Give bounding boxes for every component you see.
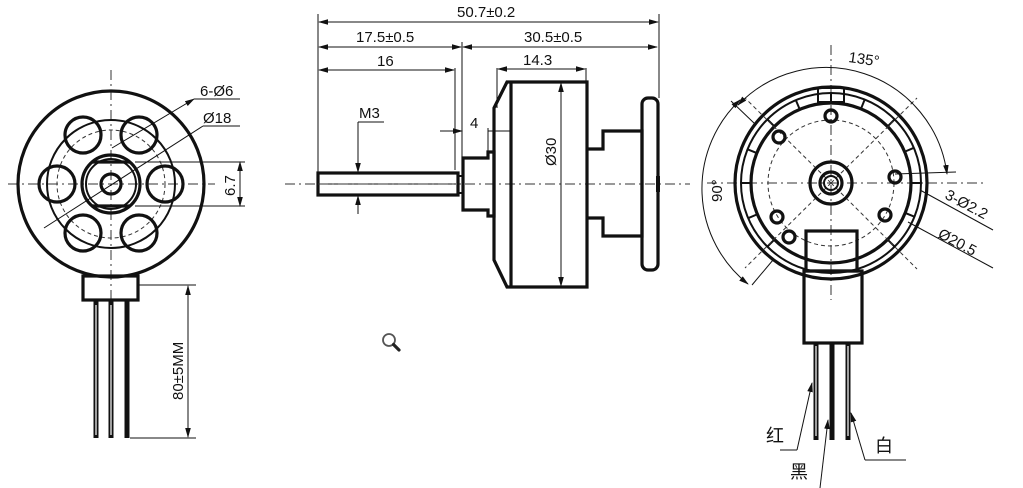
magnifier-icon[interactable]	[381, 332, 403, 354]
label-angle-a: 135°	[847, 49, 880, 70]
label-can-diameter: Ø30	[543, 138, 560, 166]
label-bolt-circle: Ø18	[203, 110, 231, 127]
label-can-length: 14.3	[523, 52, 552, 69]
label-wire-black: 黑	[790, 462, 808, 483]
label-overall-length: 50.7±0.2	[457, 4, 515, 21]
label-lead-length: 80±5MM	[170, 342, 187, 400]
rear-view: 135° 90° 3-Ø2.2 Ø20.5 红 黑 白	[701, 45, 994, 488]
label-step: 4	[470, 115, 478, 132]
side-view: 50.7±0.2 17.5±0.5 30.5±0.5 16 14.3 M3 4 …	[285, 4, 690, 289]
lead-wires	[93, 300, 130, 438]
label-flat-width: 6.7	[222, 175, 239, 196]
label-mount-holes: 3-Ø2.2	[942, 187, 990, 224]
label-wire-red: 红	[766, 426, 784, 447]
front-view: 6-Ø6 Ø18 6.7 80±5MM	[8, 70, 245, 439]
label-shaft-section: 17.5±0.5	[356, 29, 414, 46]
label-thread: M3	[359, 105, 380, 122]
label-shaft-length: 16	[377, 53, 394, 70]
rear-lead-wires	[813, 343, 851, 440]
label-mount-circle: Ø20.5	[935, 226, 979, 260]
mount-holes	[37, 115, 185, 253]
label-wire-white: 白	[875, 436, 893, 457]
label-angle-b: 90°	[709, 179, 726, 202]
label-holes: 6-Ø6	[200, 83, 233, 100]
label-body-section: 30.5±0.5	[524, 29, 582, 46]
